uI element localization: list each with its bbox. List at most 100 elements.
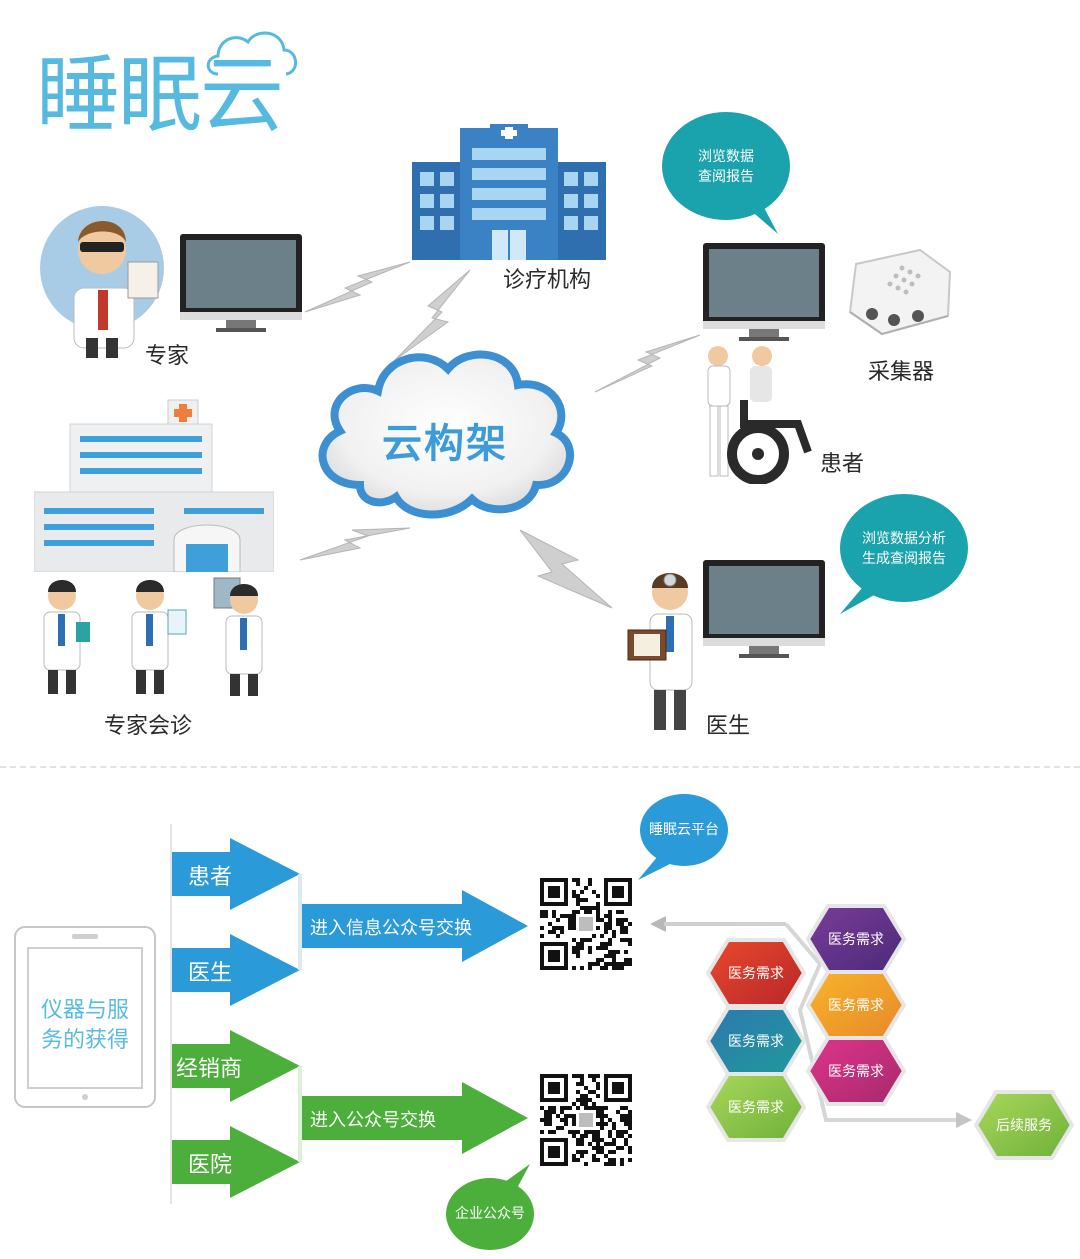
lightning-bolt-icon [299,527,411,561]
flow-arrow-info: 进入信息公众号交换 [302,890,528,962]
doctor-bubble-line2: 生成查阅报告 [862,551,946,567]
qr-code-info [540,878,632,970]
speech-bubble-icon [638,794,728,880]
expert-monitor [180,234,302,334]
arrow-left-icon [650,916,666,932]
arrow-right-icon [172,1030,300,1102]
tablet-icon [14,926,156,1108]
clinic-building [412,124,606,260]
tablet-text-line2: 务的获得 [40,1028,129,1053]
collector-label: 采集器 [868,360,935,385]
role-dealer-label: 经销商 [176,1057,243,1082]
hexagon-icon [805,1036,907,1106]
monitor-icon [703,243,825,341]
doctor-label: 医生 [706,714,751,739]
consult-hospital [33,398,275,573]
hexagon-icon [973,1090,1075,1160]
flow-info-label: 进入信息公众号交换 [310,918,472,939]
enterprise-bubble: 企业公众号 [442,1162,538,1252]
tablet-text-line1: 仪器与服 [40,998,129,1023]
doctor-monitor [703,560,825,660]
role-divider [170,824,172,1204]
speech-bubble-icon [662,112,790,234]
green-bracket [298,1066,302,1162]
wheelchair-patient-icon [707,346,812,485]
tablet-device: 仪器与服 务的获得 [14,926,156,1108]
qr-code-icon [540,878,632,970]
followup-hex: 后续服务 [973,1090,1075,1160]
cloud-platform-bubble: 睡眠云平台 [634,792,730,882]
qr-code-public [540,1074,632,1166]
lightning-bolt-icon [594,334,701,393]
lightning-bolt-icon [519,529,613,609]
role-arrow-hospital: 医院 [172,1126,300,1198]
section-divider [0,766,1080,768]
service-hex-1: 医务需求 [805,904,907,974]
expert-doctor-icon [40,206,164,358]
consult-doctors [36,576,268,698]
role-patient-label: 患者 [188,865,233,890]
cloud-outline-icon [206,31,297,76]
arrow-right-icon [172,934,300,1006]
patient-bubble-line1: 浏览数据 [698,149,754,165]
consultation-label: 专家会诊 [104,714,193,739]
expert-avatar [40,198,170,358]
patient-bubble-line2: 查阅报告 [698,169,754,185]
hexagon-icon [705,938,807,1008]
arrow-right-icon [172,838,300,910]
service-hex-1-label: 医务需求 [828,932,884,948]
role-hospital-label: 医院 [188,1153,233,1178]
doctor-reading-icon [627,573,693,730]
monitor-icon [703,560,825,658]
arrow-right-icon [302,890,528,962]
doctor-bubble: 浏览数据分析 生成查阅报告 [836,494,968,618]
collector-device [842,246,954,338]
blue-bracket [298,874,302,970]
hexagon-icon [705,1072,807,1142]
arrow-right-icon [956,1112,972,1128]
collector-device-icon [848,248,952,336]
service-hex-2-label: 医务需求 [728,966,784,982]
patient-figure [704,344,814,485]
qr-code-icon [540,1074,632,1166]
cloud-label: 云构架 [382,421,508,467]
cloud-architecture: 云构架 [300,335,590,525]
hospital-icon [33,399,275,573]
service-hex-3: 医务需求 [805,970,907,1040]
doctor-figure [626,566,706,734]
role-arrow-dealer: 经销商 [172,1030,300,1102]
speech-bubble-icon [840,494,968,614]
service-hex-5-label: 医务需求 [828,1064,884,1080]
brand-title: 睡眠云 [36,46,284,144]
arrow-right-icon [302,1082,528,1154]
doctors-group-icon [43,577,263,696]
monitor-icon [180,234,302,332]
role-doctor-label: 医生 [188,961,233,986]
brand-logo: 睡眠云 [36,22,306,144]
enterprise-text: 企业公众号 [455,1206,525,1222]
cloud-icon [318,350,575,519]
flow-public-label: 进入公众号交换 [310,1110,436,1131]
service-hex-2: 医务需求 [705,938,807,1008]
arrow-right-icon [172,1126,300,1198]
doctor-bubble-line1: 浏览数据分析 [862,531,946,547]
hospital-building-icon [412,124,606,260]
role-arrow-patient: 患者 [172,838,300,910]
service-hex-6-label: 医务需求 [728,1100,784,1116]
lightning-connections [299,261,701,609]
patient-bubble: 浏览数据 查阅报告 [660,112,790,236]
patient-label: 患者 [820,452,865,477]
service-hex-3-label: 医务需求 [828,998,884,1014]
patient-monitor [703,243,825,343]
clinic-label: 诊疗机构 [503,268,592,293]
service-hex-6: 医务需求 [705,1072,807,1142]
followup-label: 后续服务 [996,1118,1052,1134]
role-arrow-doctor: 医生 [172,934,300,1006]
service-hex-4-label: 医务需求 [728,1034,784,1050]
lightning-bolt-icon [304,261,411,313]
cloud-platform-text: 睡眠云平台 [649,822,719,838]
flow-arrow-public: 进入公众号交换 [302,1082,528,1154]
service-hex-5: 医务需求 [805,1036,907,1106]
